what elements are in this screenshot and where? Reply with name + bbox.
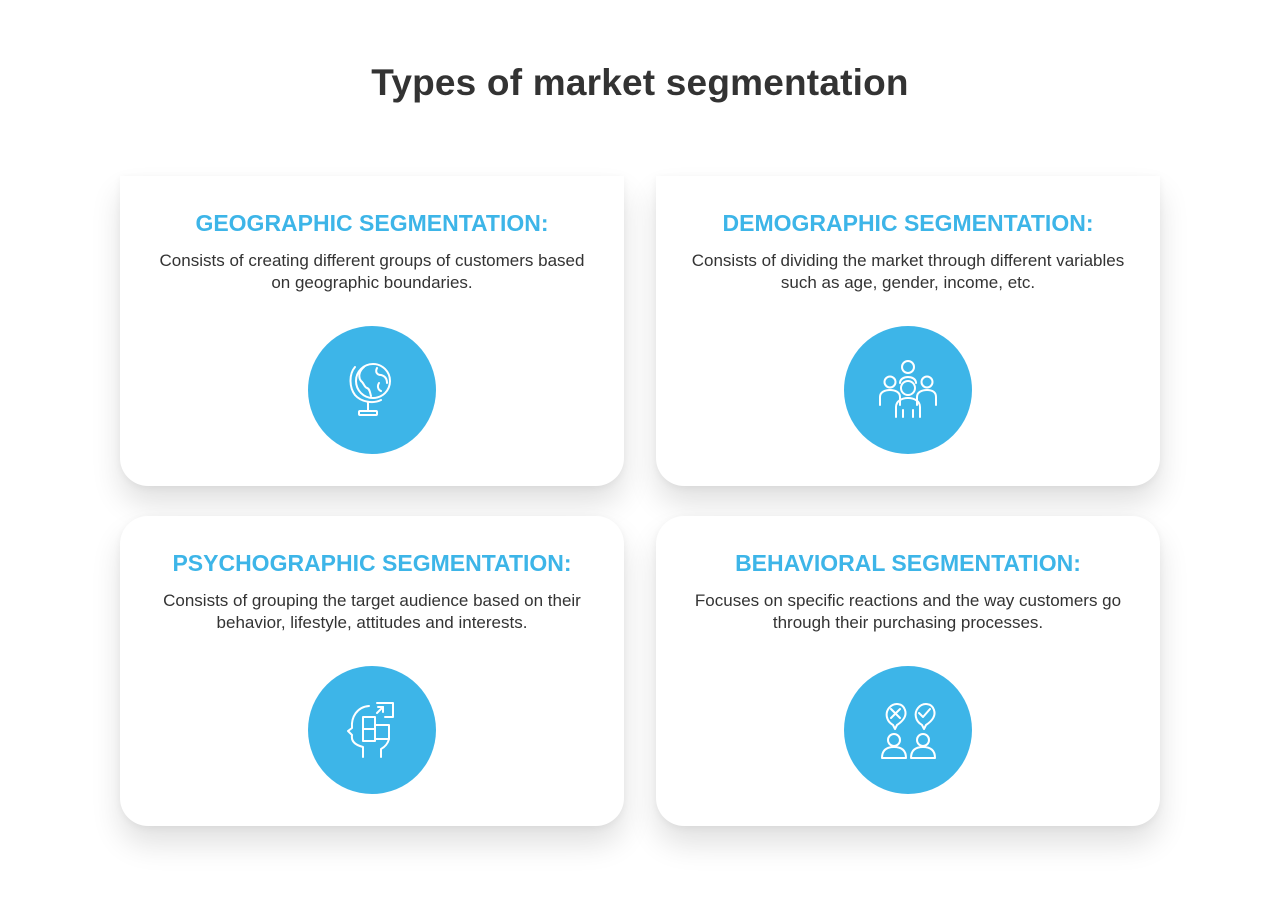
card-description: Consists of creating different groups of… <box>159 251 585 292</box>
behavioral-segmentation-card: BEHAVIORAL SEGMENTATION: Focuses on spec… <box>656 516 1160 826</box>
demographic-segmentation-card: DEMOGRAPHIC SEGMENTATION: Consists of di… <box>656 176 1160 486</box>
globe-icon <box>349 363 391 416</box>
users-feedback-icon <box>881 703 936 759</box>
geographic-segmentation-card: GEOGRAPHIC SEGMENTATION: Consists of cre… <box>120 176 624 486</box>
card-description: Consists of grouping the target audience… <box>163 591 581 632</box>
card-heading: DEMOGRAPHIC SEGMENTATION: <box>722 210 1094 236</box>
icon-circle <box>844 666 972 794</box>
head-puzzle-icon <box>347 702 394 758</box>
icon-circle <box>844 326 972 454</box>
card-heading: PSYCHOGRAPHIC SEGMENTATION: <box>172 550 572 576</box>
card-description: Consists of dividing the market through … <box>691 251 1125 292</box>
psychographic-segmentation-card: PSYCHOGRAPHIC SEGMENTATION: Consists of … <box>120 516 624 826</box>
card-heading: BEHAVIORAL SEGMENTATION: <box>735 550 1081 576</box>
people-group-icon <box>879 360 937 418</box>
page-title: Types of market segmentation <box>371 62 909 103</box>
card-heading: GEOGRAPHIC SEGMENTATION: <box>195 210 549 236</box>
card-description: Focuses on specific reactions and the wa… <box>694 591 1122 632</box>
icon-circle <box>308 326 436 454</box>
icon-circle <box>308 666 436 794</box>
